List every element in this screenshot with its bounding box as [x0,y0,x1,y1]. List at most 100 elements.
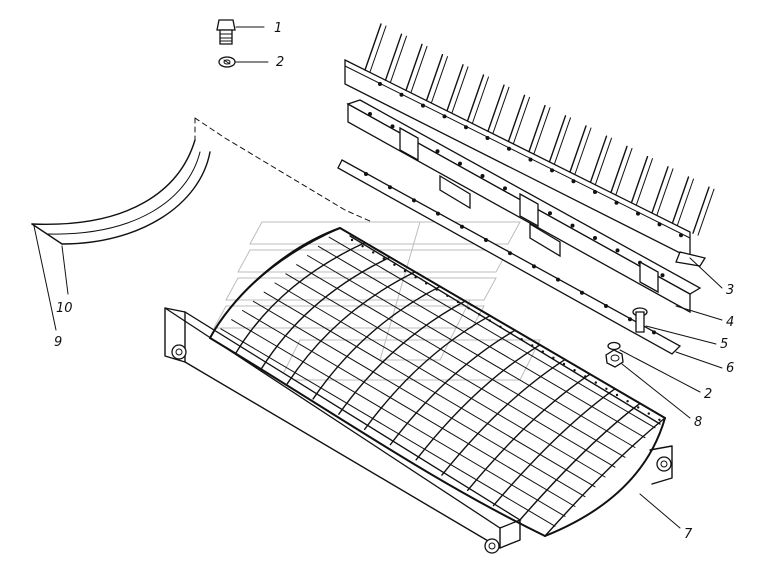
grate-rivet [626,400,629,403]
grate-rivet [425,282,428,285]
comb-tooth [384,33,403,81]
comb-hole [636,211,640,216]
comb-tooth-edge [431,56,448,104]
grate-rivet [520,338,523,341]
callout-10: 10 [56,301,73,316]
grate-rivet [414,276,417,279]
grate-rivet [403,269,407,273]
grate-bar [317,245,646,439]
grate-bar [263,291,596,488]
callout-9: 9 [54,335,62,350]
bar-hole [390,124,395,129]
comb-tooth-edge [390,35,407,83]
comb-tooth [630,155,649,204]
nut-part-8 [605,341,624,368]
bar-hole [660,273,665,278]
grate-rivet [552,356,555,359]
grate-bar [328,236,656,429]
bar-part-4 [346,99,702,314]
comb-hole [593,190,597,194]
comb-hole [614,200,619,205]
comb-tooth-edge [595,137,612,185]
callout-8: 8 [694,415,702,430]
comb-tooth [589,135,608,183]
callout-4: 4 [726,315,734,330]
strip-hole [436,211,440,216]
bolt-part-5 [632,307,648,333]
grate-rivet [499,325,502,328]
comb-tooth-edge [615,147,633,195]
strip-hole [628,317,632,322]
grate-rib [312,285,441,400]
comb-hole [679,233,683,238]
grate-rivet [435,288,438,291]
grate-rivet [573,369,576,372]
comb-tooth [364,23,382,71]
callout-2-lower: 2 [704,387,712,402]
bar-hole [480,174,485,178]
callout-labels: 1 2 3 4 5 6 2 8 7 10 9 [54,21,734,542]
comb-tooth-edge [656,168,674,216]
bar-hole [458,161,462,166]
comb-tooth [548,115,567,163]
comb-tooth [671,176,690,224]
grate-rib [415,344,541,461]
callout-5: 5 [720,337,728,352]
comb-hole [378,82,382,86]
grate-bar [307,255,636,448]
grate-rib [235,241,366,354]
comb-tooth-edge [574,127,592,175]
bar-hole [368,112,372,116]
comb-tooth-edge [636,158,653,206]
strip-hole [652,330,656,335]
comb-part-3 [344,23,715,267]
comb-tooth [610,145,628,194]
callout-3: 3 [726,283,734,298]
strip-hole [604,304,608,308]
comb-tooth-edge [533,107,551,155]
comb-tooth [569,125,587,173]
grate-rivet [467,307,470,310]
comb-tooth [425,53,444,102]
callout-2-washer: 2 [276,55,284,70]
grate-rivet [605,387,608,390]
comb-tooth-edge [472,76,489,124]
comb-hole [571,179,576,184]
grate-rib [338,300,466,415]
comb-hole [657,222,662,227]
grate-rivet [361,245,364,248]
grate-rivet [446,294,449,297]
comb-tooth [528,104,546,153]
grate-rivet [584,375,587,378]
strip-hole [460,224,464,229]
concave-grate-part-7 [164,227,673,554]
grate-rib [286,271,416,385]
callout-7: 7 [684,527,693,542]
strip-hole [580,290,584,295]
strip-hole [556,277,560,282]
grate-bar [252,300,586,498]
comb-tooth-edge [554,117,571,165]
grate-rib [466,373,591,492]
bar-hole [615,248,620,253]
grate-bar [231,319,566,517]
comb-hole [442,114,447,119]
grate-rib [363,314,491,431]
grate-rib [389,329,516,446]
grate-rivet [541,350,544,353]
grate-rivet [488,319,491,322]
comb-hole [485,136,490,140]
grate-bar [285,273,616,468]
strip-hole [484,238,488,242]
grate-bar [296,264,626,458]
comb-tooth [446,64,464,112]
bar-hole [548,211,552,216]
comb-tooth [651,166,669,214]
comb-tooth-edge [451,66,469,114]
grate-rib [544,417,666,537]
callout-1: 1 [274,21,282,36]
grate-rivet [658,418,661,421]
comb-tooth-edge [697,188,715,236]
bolt-part-1 [216,19,236,45]
